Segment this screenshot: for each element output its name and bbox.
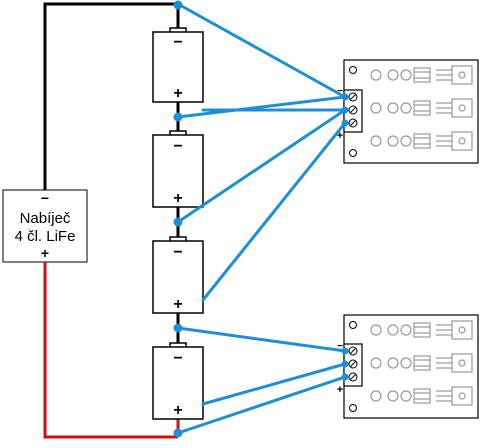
board-2-minus: − xyxy=(337,341,343,352)
junction-dot xyxy=(341,119,349,127)
balance-wire-8 xyxy=(176,375,347,435)
junction-dot xyxy=(341,373,349,381)
cell-3-minus: − xyxy=(173,244,182,261)
junction-dot xyxy=(173,0,183,10)
cell-4-minus: − xyxy=(173,350,182,367)
board-1-minus: − xyxy=(337,86,343,97)
board-2-components xyxy=(370,320,473,406)
balance-wire-5 xyxy=(201,121,347,302)
board-1-plus: + xyxy=(337,130,343,142)
battery-cell-3: − + xyxy=(152,236,204,314)
charger: − Nabíječ 4 čl. LiFe + xyxy=(2,189,88,263)
junction-dot xyxy=(173,112,183,122)
cell-1-plus: + xyxy=(173,85,182,102)
cell-2-minus: − xyxy=(173,138,182,155)
balancer-board-2: − + xyxy=(337,314,479,419)
charger-title-line1: Nabíječ xyxy=(20,210,71,227)
junction-dot xyxy=(341,106,349,114)
battery-cell-2: − + xyxy=(152,130,204,208)
board-2-plus: + xyxy=(337,384,343,396)
board-2-mount-hole-top xyxy=(349,321,357,329)
balance-wire-2 xyxy=(176,95,347,119)
charger-positive-wire xyxy=(43,262,178,439)
charger-box xyxy=(2,189,88,263)
junction-dot xyxy=(341,93,349,101)
charger-minus-label: − xyxy=(41,190,49,206)
board-2-mount-hole-bottom xyxy=(349,404,357,412)
board-1-mount-hole-top xyxy=(349,66,357,74)
junction-dot xyxy=(341,360,349,368)
junction-dot xyxy=(173,323,183,333)
balance-wires xyxy=(176,2,347,435)
cell-1-minus: − xyxy=(173,34,182,51)
board-1-components xyxy=(370,65,473,151)
battery-cell-1: − + xyxy=(152,27,204,103)
charger-plus-label: + xyxy=(41,245,49,261)
balance-wire-7 xyxy=(201,362,347,406)
junction-dots xyxy=(173,0,349,438)
cell-2-plus: + xyxy=(173,190,182,207)
cell-4-plus: + xyxy=(173,402,182,419)
cell-3-plus: + xyxy=(173,296,182,313)
charger-title-line2: 4 čl. LiFe xyxy=(15,228,76,245)
battery-cell-4: − + xyxy=(152,342,204,420)
balance-wire-6 xyxy=(176,326,347,353)
junction-dot xyxy=(173,217,183,227)
balancer-board-1: − + xyxy=(337,59,479,164)
balance-wire-1 xyxy=(176,2,347,99)
junction-dot xyxy=(341,347,349,355)
balance-wire-4 xyxy=(176,108,347,224)
charger-negative-wire xyxy=(43,2,178,190)
board-1-mount-hole-bottom xyxy=(349,149,357,157)
junction-dot xyxy=(173,428,183,438)
